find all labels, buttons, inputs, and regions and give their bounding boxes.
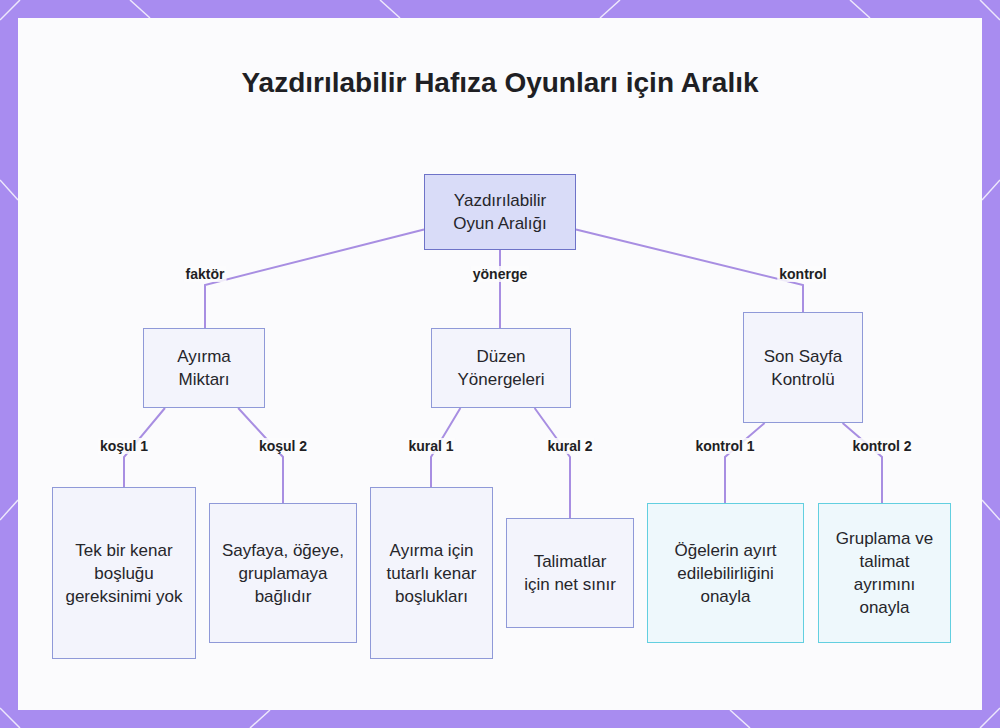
concept-box: Son Sayfa Kontrolü <box>743 312 863 423</box>
concept-box: Ayırma için tutarlı kenar boşlukları <box>370 487 493 659</box>
node-text-group: Tek bir kenar boşluğu gereksinimi yok <box>65 539 183 608</box>
node-label: Talimatlar için net sınır <box>519 550 621 596</box>
diagram-title: Yazdırılabilir Hafıza Oyunları için Aral… <box>210 64 790 102</box>
node-text-group: Ayırma için tutarlı kenar boşlukları <box>383 539 480 608</box>
edge-label: kural 1 <box>406 438 455 454</box>
node-text-group: Sayfaya, öğeye, gruplamaya bağlıdır <box>222 539 344 608</box>
edge-label: yönerge <box>471 266 529 282</box>
connector-line <box>576 229 803 312</box>
edge-label: koşul 2 <box>257 438 309 454</box>
node-text-group: Yazdırılabilir Oyun Aralığı <box>437 189 563 235</box>
check-box: Öğelerin ayırt edilebilirliğini onayla <box>647 503 804 643</box>
node-text-group: Son Sayfa Kontrolü <box>756 345 850 391</box>
edge-label: koşul 1 <box>98 438 150 454</box>
connector-line <box>238 408 283 503</box>
edge-label: kontrol 1 <box>693 438 756 454</box>
concept-box: Tek bir kenar boşluğu gereksinimi yok <box>52 487 196 659</box>
node-label: Yazdırılabilir Oyun Aralığı <box>437 189 563 235</box>
edge-label: kontrol 2 <box>850 438 913 454</box>
node-label: Gruplama ve talimat ayrımını onayla <box>831 527 938 619</box>
edge-label: kural 2 <box>545 438 594 454</box>
node-text-group: Öğelerin ayırt edilebilirliğini onayla <box>660 539 791 608</box>
node-label: Öğelerin ayırt edilebilirliğini onayla <box>660 539 791 608</box>
connector-line <box>843 423 882 503</box>
concept-box: Talimatlar için net sınır <box>506 518 634 628</box>
node-label: Son Sayfa Kontrolü <box>756 345 850 391</box>
connector-line <box>205 229 424 328</box>
edge-label: faktör <box>184 266 227 282</box>
node-label: Düzen Yönergeleri <box>444 345 558 391</box>
node-text-group: Talimatlar için net sınır <box>519 550 621 596</box>
concept-box: Sayfaya, öğeye, gruplamaya bağlıdır <box>209 503 357 643</box>
node-label: Ayırma Miktarı <box>156 345 252 391</box>
edge-label: kontrol <box>777 266 828 282</box>
node-label: Ayırma için tutarlı kenar boşlukları <box>383 539 480 608</box>
connector-line <box>725 423 765 503</box>
root-box: Yazdırılabilir Oyun Aralığı <box>424 174 576 250</box>
connector-line <box>535 408 570 518</box>
check-box: Gruplama ve talimat ayrımını onayla <box>818 503 951 643</box>
node-text-group: Gruplama ve talimat ayrımını onayla <box>831 527 938 619</box>
node-label: Tek bir kenar boşluğu gereksinimi yok <box>65 539 183 608</box>
node-text-group: Düzen Yönergeleri <box>444 345 558 391</box>
node-label: Sayfaya, öğeye, gruplamaya bağlıdır <box>222 539 344 608</box>
node-text-group: Ayırma Miktarı <box>156 345 252 391</box>
concept-box: Düzen Yönergeleri <box>431 328 571 408</box>
connector-line <box>499 250 501 328</box>
concept-box: Ayırma Miktarı <box>143 328 265 408</box>
